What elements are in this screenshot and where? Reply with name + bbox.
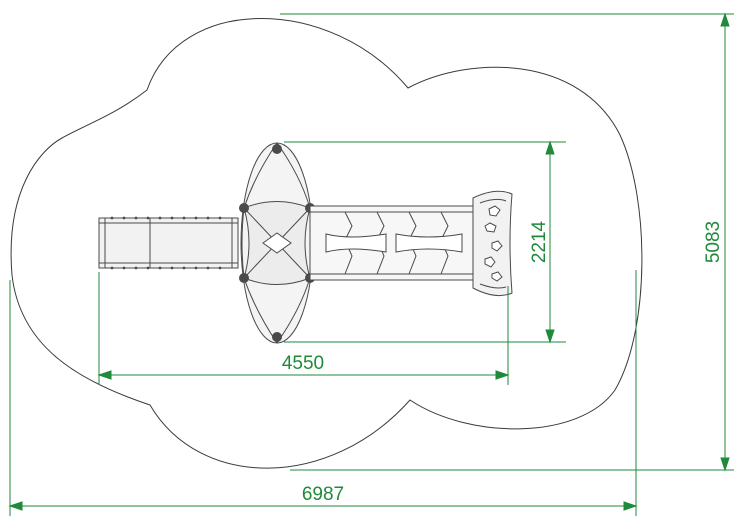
bridge xyxy=(309,205,476,281)
equipment-width-arrow-top xyxy=(545,140,555,155)
overall-height-arrow-bottom xyxy=(720,457,730,472)
overall-width-arrow-right xyxy=(623,501,638,511)
climbing-wall xyxy=(472,190,513,297)
equipment-length-label: 4550 xyxy=(282,353,324,374)
slide xyxy=(98,216,239,270)
dimension-lines xyxy=(8,12,734,516)
equipment-width-arrow-bottom xyxy=(545,329,555,344)
equipment-width-label: 2214 xyxy=(529,220,550,263)
overall-width-label: 6987 xyxy=(302,484,344,505)
tower-roof xyxy=(239,142,315,344)
overall-height-label: 5083 xyxy=(703,221,724,263)
equipment-length-arrow-left xyxy=(97,370,112,380)
overall-width-arrow-left xyxy=(8,501,23,511)
overall-height-arrow-top xyxy=(720,12,730,27)
safety-zone-outline xyxy=(10,18,643,469)
equipment-length-arrow-right xyxy=(495,370,510,380)
play-equipment xyxy=(98,142,513,344)
